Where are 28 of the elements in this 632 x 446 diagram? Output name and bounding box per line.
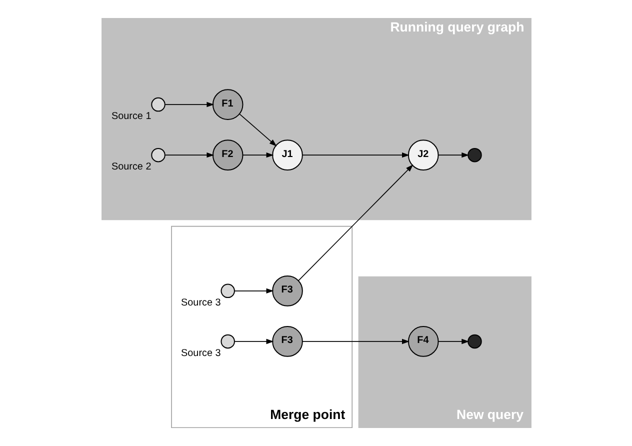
arrow [437,338,469,344]
node-circle [220,284,234,298]
node-circle: F2 [212,140,243,170]
node-circle [467,148,482,162]
node-circle [150,97,165,112]
node-circle: F1 [212,89,243,120]
arrow [238,114,276,146]
arrow [298,164,413,282]
node-circle: F3 [272,276,302,306]
node-label: Source 2 [110,162,151,173]
arrow [234,338,274,344]
arrow [164,102,214,108]
arrow [437,152,469,158]
arrow [302,338,409,344]
node-circle: J1 [272,140,302,170]
node-circle [150,148,165,162]
node-circle: F4 [407,326,438,357]
node-label: Source 3 [180,298,220,309]
node-circle [220,334,234,349]
arrow [234,288,274,294]
arrow [164,152,214,158]
node-circle [467,334,482,349]
node-circle: F3 [272,326,302,357]
node-label: Source 3 [180,348,220,360]
node-circle: J2 [407,140,438,170]
arrow [242,152,274,158]
arrow [302,152,409,158]
node-label: Source 1 [110,111,151,122]
